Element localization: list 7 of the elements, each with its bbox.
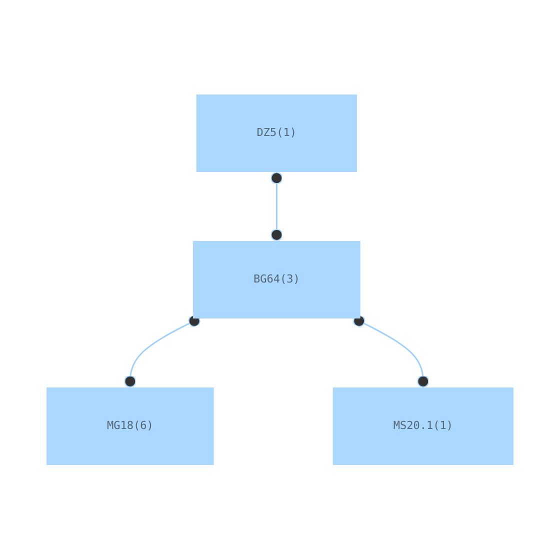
node-box: MS20.1(1) xyxy=(332,388,514,466)
connector xyxy=(352,315,430,388)
node-box: MG18(6) xyxy=(46,388,214,466)
node-box: DZ5(1) xyxy=(196,94,358,172)
node-box: BG64(3) xyxy=(193,241,360,319)
connector xyxy=(124,315,201,388)
connector xyxy=(270,172,283,242)
